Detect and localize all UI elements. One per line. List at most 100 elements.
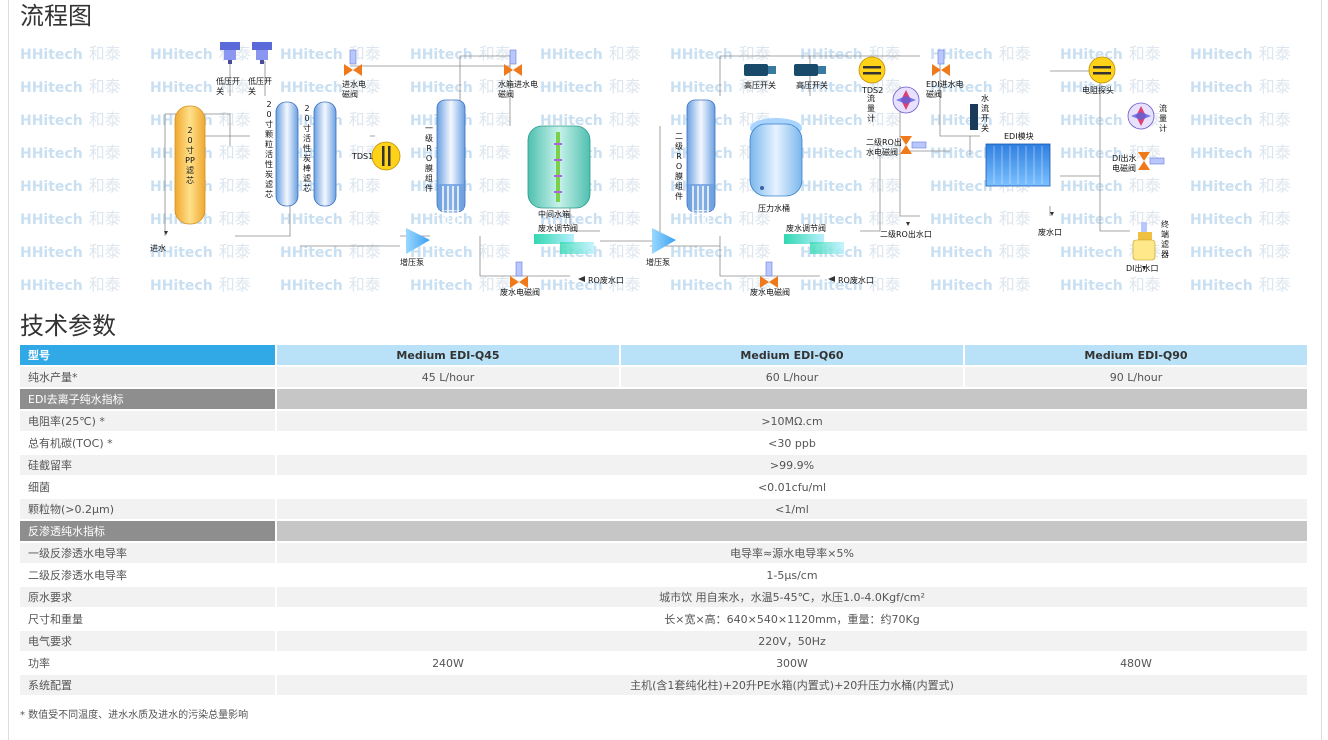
- watermark-cn: 和泰: [1258, 143, 1291, 162]
- watermark-cn: 和泰: [608, 176, 641, 195]
- label-ro-waste-outlet-1: RO废水口: [588, 276, 624, 285]
- flow-chart-title: 流程图: [20, 2, 92, 30]
- watermark-cn: 和泰: [348, 242, 381, 261]
- watermark-en: HHitech: [1190, 179, 1253, 195]
- label-low-pressure-switch-1: 低压开关: [216, 77, 240, 96]
- label-high-pressure-switch-2: 高压开关: [796, 81, 828, 90]
- watermark-en: HHitech: [800, 47, 863, 63]
- label-booster-pump-1: 增压泵: [400, 258, 424, 267]
- watermark-en: HHitech: [20, 146, 83, 162]
- watermark-cn: 和泰: [868, 275, 901, 294]
- flowmeter-2-shape: [1127, 102, 1155, 130]
- spec-value: 90 L/hour: [964, 366, 1309, 389]
- watermark-en: HHitech: [1190, 278, 1253, 294]
- watermark-en: HHitech: [20, 245, 83, 261]
- spec-row: 电阻率(25℃) *>10MΩ.cm: [20, 410, 1309, 433]
- watermark-en: HHitech: [1060, 245, 1123, 261]
- spec-label: 硅截留率: [20, 454, 277, 477]
- flowmeter-1-shape: [892, 86, 920, 114]
- watermark-en: HHitech: [20, 113, 83, 129]
- watermark-en: HHitech: [540, 212, 603, 228]
- watermark-en: HHitech: [20, 80, 83, 96]
- watermark-cn: 和泰: [608, 143, 641, 162]
- tds2-sensor-shape: [858, 56, 886, 84]
- mid-tank-shape: [527, 125, 591, 209]
- watermark-cn: 和泰: [998, 242, 1031, 261]
- watermark-cn: 和泰: [1128, 209, 1161, 228]
- watermark-cn: 和泰: [1128, 77, 1161, 96]
- pressure-tank-shape: [749, 118, 803, 197]
- watermark-cn: 和泰: [478, 143, 511, 162]
- label-mid-tank: 中间水箱: [538, 210, 570, 219]
- watermark-en: HHitech: [1060, 80, 1123, 96]
- watermark-en: HHitech: [280, 278, 343, 294]
- watermark-en: HHitech: [670, 278, 733, 294]
- watermark-cn: 和泰: [88, 275, 121, 294]
- watermark-en: HHitech: [410, 245, 473, 261]
- watermark-en: HHitech: [930, 245, 993, 261]
- label-flow-switch: 水流开关: [981, 94, 989, 133]
- watermark-cn: 和泰: [868, 242, 901, 261]
- page-frame: [8, 0, 1322, 740]
- low-pressure-switch-1: [220, 42, 240, 64]
- watermark-cn: 和泰: [1258, 176, 1291, 195]
- spec-label: 电阻率(25℃) *: [20, 410, 277, 433]
- waste-valve-1-shape: [510, 261, 528, 288]
- label-flowmeter-1: 流量计: [867, 94, 875, 123]
- watermark-en: HHitech: [150, 245, 213, 261]
- label-edi-inlet-valve: EDI进水电磁阀: [926, 80, 964, 99]
- watermark-cn: 和泰: [738, 242, 771, 261]
- watermark-en: HHitech: [1190, 212, 1253, 228]
- spec-row: 颗粒物(>0.2μm)<1/ml: [20, 498, 1309, 521]
- watermark-cn: 和泰: [1258, 275, 1291, 294]
- spec-value: 1-5μs/cm: [276, 564, 1309, 587]
- watermark-en: HHitech: [20, 212, 83, 228]
- watermark-cn: 和泰: [88, 176, 121, 195]
- spec-value: >10MΩ.cm: [276, 410, 1309, 433]
- label-di-outlet-valve: DI出水电磁阀: [1112, 154, 1137, 173]
- spec-value: 60 L/hour: [620, 366, 965, 389]
- label-tds2: TDS2: [862, 86, 884, 95]
- label-waste-outlet: 废水口: [1038, 228, 1062, 237]
- spec-table-body: 型号 Medium EDI-Q45 Medium EDI-Q60 Medium …: [20, 345, 1309, 697]
- watermark-cn: 和泰: [1258, 209, 1291, 228]
- ro2-outlet-valve-shape: [900, 136, 927, 154]
- watermark-cn: 和泰: [1258, 110, 1291, 129]
- watermark-cn: 和泰: [998, 209, 1031, 228]
- watermark-en: HHitech: [1060, 179, 1123, 195]
- waste-valve-2-shape: [760, 261, 778, 288]
- watermark: HHitech 和泰: [1190, 172, 1291, 196]
- watermark-en: HHitech: [1060, 113, 1123, 129]
- watermark-cn: 和泰: [1258, 77, 1291, 96]
- booster-pump-2-shape: [652, 228, 676, 254]
- watermark-cn: 和泰: [738, 44, 771, 63]
- spec-value: 城市饮 用自来水，水温5-45℃，水压1.0-4.0Kgf/cm²: [276, 586, 1309, 609]
- waste-adj-valve-1-shape: [534, 234, 594, 254]
- label-flowmeter-2: 流量计: [1159, 104, 1167, 133]
- watermark-cn: 和泰: [478, 77, 511, 96]
- terminal-filter-shape: [1132, 222, 1156, 261]
- pipe-lines: [164, 55, 1130, 277]
- watermark-en: HHitech: [930, 179, 993, 195]
- spec-row: 一级反渗透水电导率电导率≈源水电导率×5%: [20, 542, 1309, 565]
- watermark-cn: 和泰: [478, 242, 511, 261]
- watermark-en: HHitech: [280, 80, 343, 96]
- watermark-cn: 和泰: [608, 44, 641, 63]
- spec-label: 一级反渗透水电导率: [20, 542, 277, 565]
- watermark-cn: 和泰: [998, 110, 1031, 129]
- spec-label: 细菌: [20, 476, 277, 499]
- label-edi-module: EDI模块: [1004, 132, 1034, 141]
